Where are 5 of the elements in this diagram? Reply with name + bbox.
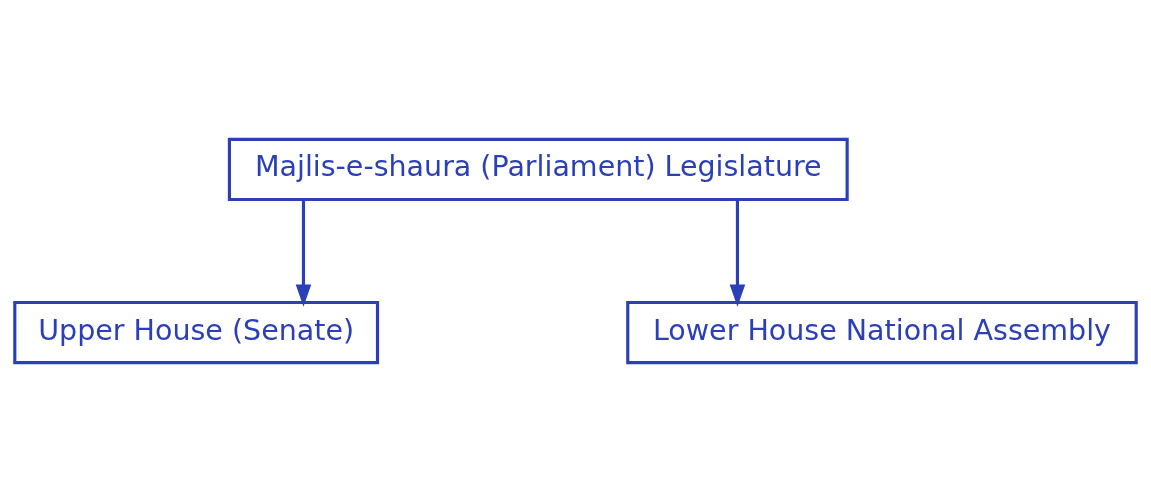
node-box: Lower House National Assembly — [626, 300, 1138, 364]
arrow — [295, 199, 312, 307]
node-box: Majlis-e-shaura (Parliament) Legislature — [227, 137, 849, 201]
arrow — [729, 199, 746, 307]
node-box: Upper House (Senate) — [13, 300, 380, 364]
